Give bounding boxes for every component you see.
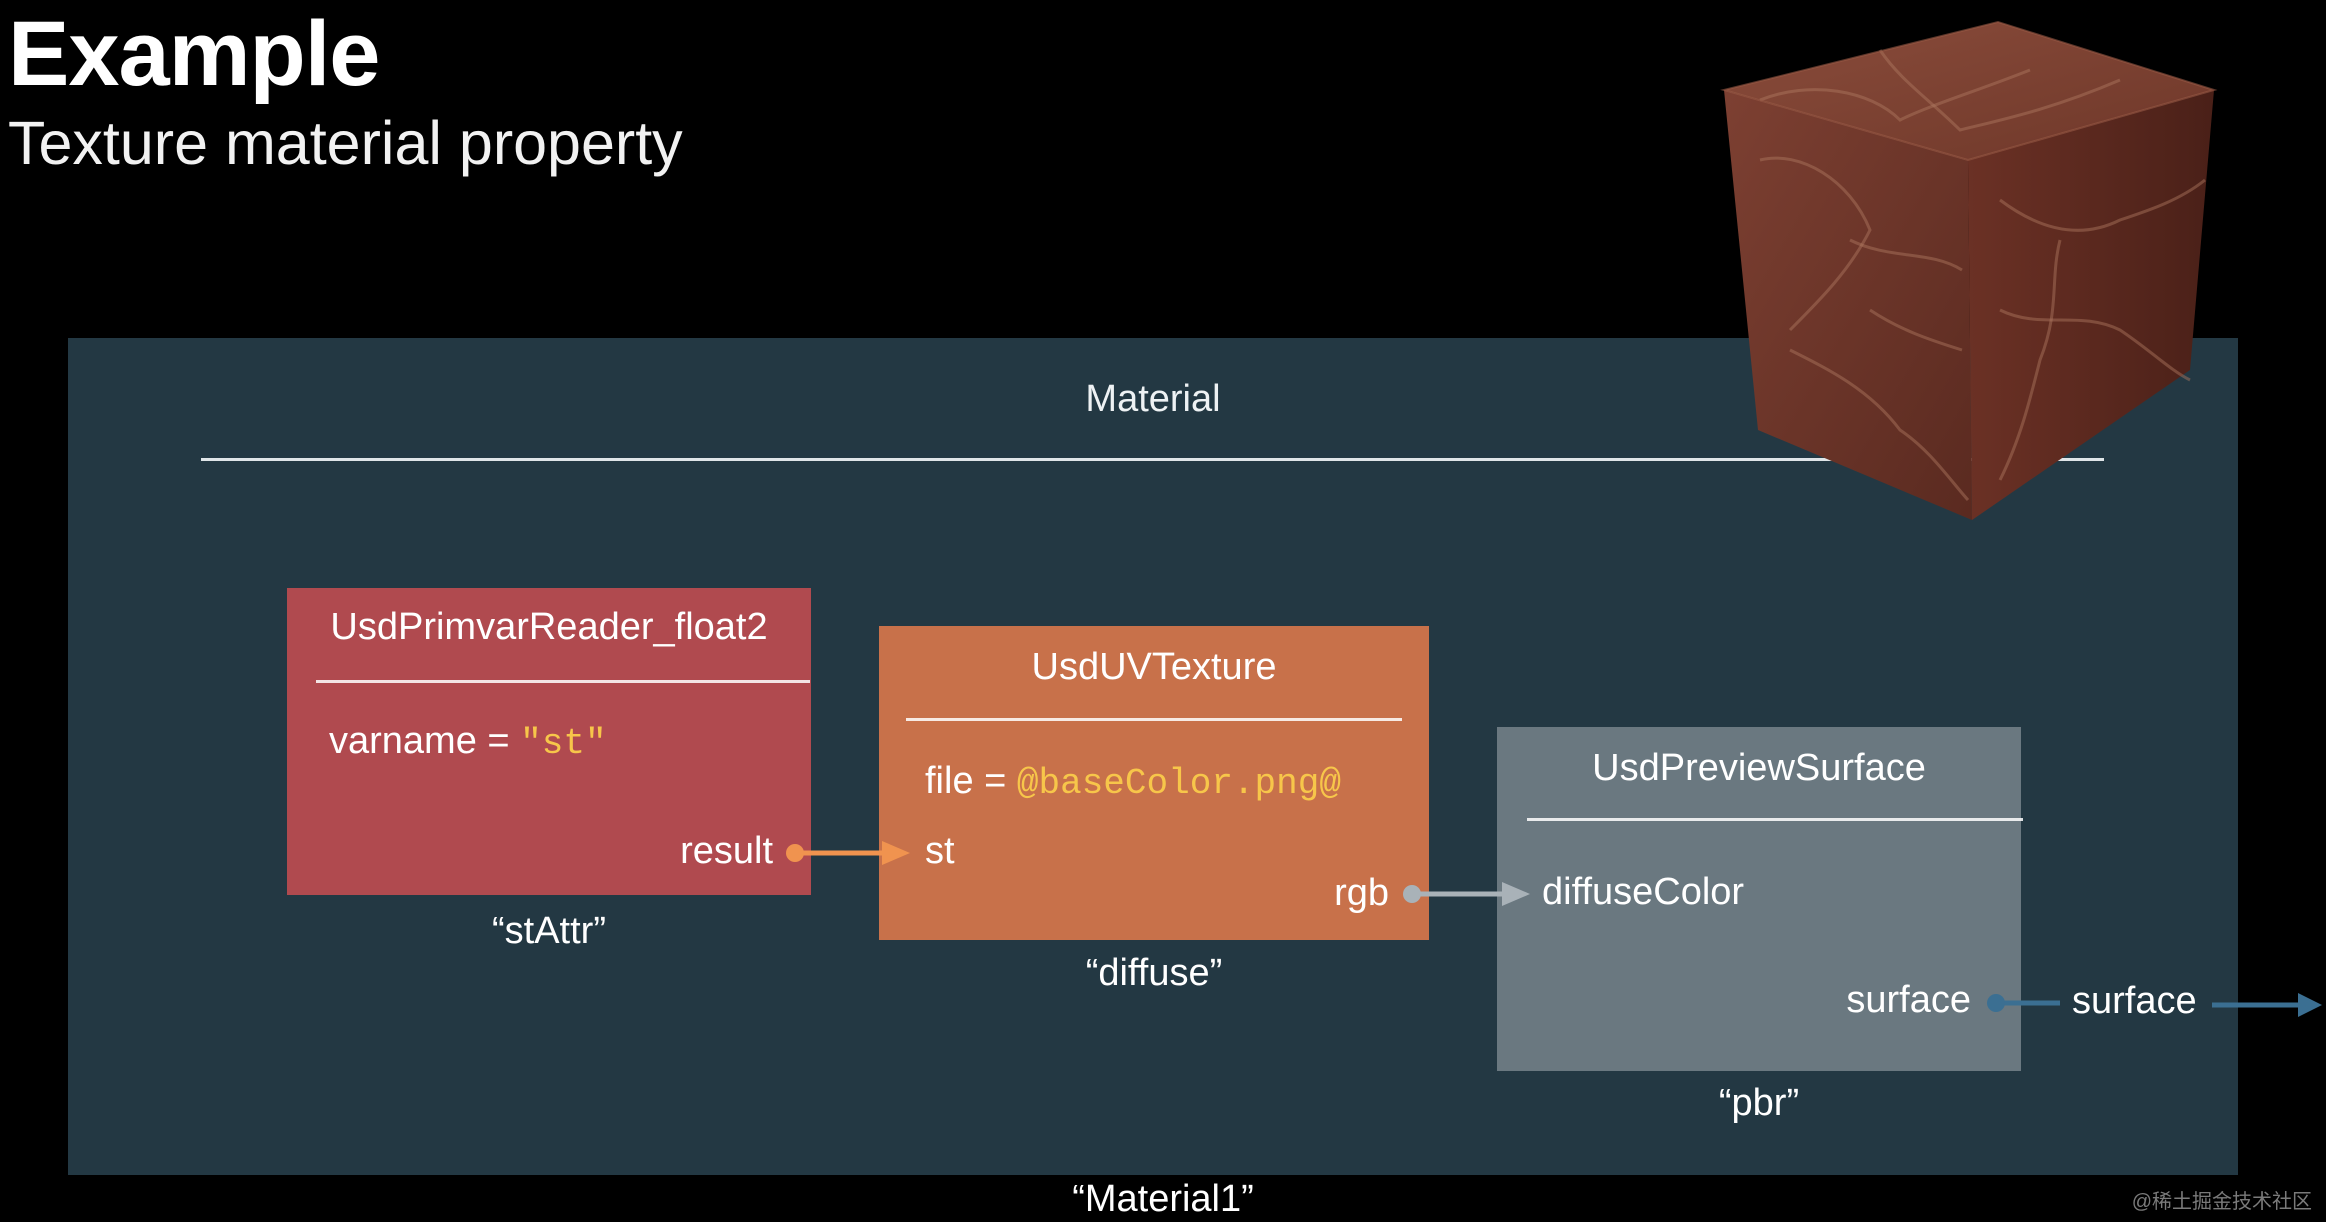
preview-surface-node-name: “pbr” — [1718, 1082, 1800, 1124]
preview-surface-surface-output: surface — [1846, 979, 1971, 1021]
uv-texture-node-divider — [906, 718, 1402, 721]
primvar-reader-node-name: “stAttr” — [492, 910, 606, 952]
watermark: @稀土掘金技术社区 — [2131, 1191, 2312, 1213]
slide-title: Example — [8, 3, 380, 105]
uv-texture-rgb-output: rgb — [1334, 872, 1389, 914]
uv-texture-st-input: st — [925, 830, 955, 872]
material-prim-name: “Material1” — [1072, 1178, 1254, 1220]
uv-texture-node-title: UsdUVTexture — [1031, 646, 1277, 688]
preview-surface-node: UsdPreviewSurface diffuseColor surface — [1497, 727, 2023, 1071]
primvar-reader-node-divider — [316, 680, 810, 683]
connection-material-output-arrow — [2212, 993, 2322, 1017]
textured-cube-image — [1720, 20, 2218, 520]
varname-label: varname = — [329, 720, 521, 762]
primvar-reader-result-output: result — [680, 830, 773, 872]
primvar-reader-node-title: UsdPrimvarReader_float2 — [330, 606, 768, 648]
material-surface-output: surface — [2072, 980, 2197, 1022]
connection-rgb-to-diffusecolor — [1403, 882, 1530, 906]
preview-surface-node-divider — [1527, 818, 2023, 821]
uv-texture-file-param: file = @baseColor.png@ — [925, 760, 1341, 804]
preview-surface-node-title: UsdPreviewSurface — [1592, 747, 1926, 789]
varname-value: "st" — [520, 723, 607, 764]
uv-texture-node-name: “diffuse” — [1085, 952, 1223, 994]
connection-result-to-st — [786, 841, 910, 865]
uv-texture-node: UsdUVTexture file = @baseColor.png@ st r… — [879, 626, 1429, 940]
primvar-reader-node: UsdPrimvarReader_float2 varname = "st" r… — [287, 588, 811, 895]
material-header-divider — [201, 458, 2104, 461]
file-label: file = — [925, 760, 1017, 802]
material-header: Material — [1085, 378, 1221, 420]
connection-surface-to-material — [1987, 994, 2060, 1012]
primvar-reader-varname-param: varname = "st" — [329, 720, 607, 764]
slide-subtitle: Texture material property — [8, 109, 683, 177]
preview-surface-diffusecolor-input: diffuseColor — [1542, 871, 1745, 913]
file-value: @baseColor.png@ — [1016, 763, 1341, 804]
